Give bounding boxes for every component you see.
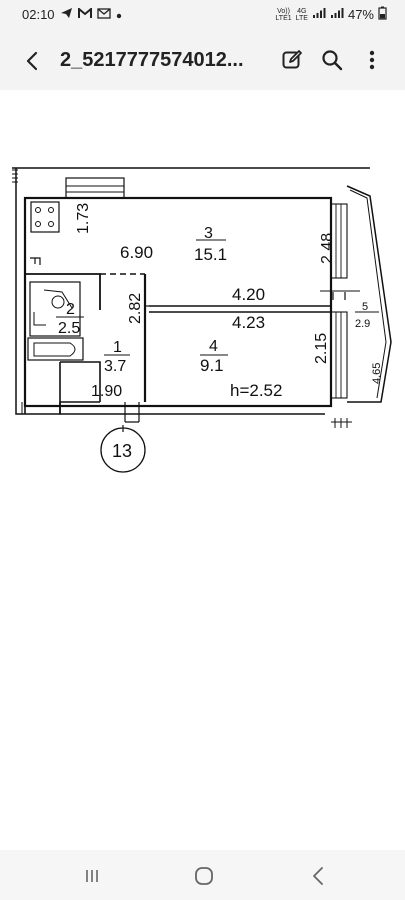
mail-icon [96, 7, 111, 22]
dim-6-90: 6.90 [120, 243, 153, 262]
room-4-number: 4 [209, 338, 218, 355]
search-button[interactable] [318, 45, 346, 75]
image-viewer[interactable]: 1.73 6.90 3 15.1 2.48 4.20 4.23 2.82 2 2… [0, 90, 405, 850]
edit-icon [282, 50, 302, 69]
telegram-icon [60, 7, 73, 22]
dim-2-15: 2.15 [313, 333, 330, 364]
back-arrow-icon [313, 867, 323, 885]
battery-level: 47% [347, 7, 374, 22]
status-time: 02:10 [22, 7, 55, 22]
nav-back-button[interactable] [298, 860, 338, 892]
app-bar: 2_5217777574012... [0, 32, 405, 90]
room-5-number: 5 [362, 301, 368, 313]
dim-4-65: 4.65 [371, 363, 383, 384]
dim-2-82: 2.82 [127, 293, 144, 324]
dim-4-23: 4.23 [232, 313, 265, 332]
edit-button[interactable] [278, 45, 306, 75]
home-icon [195, 867, 213, 885]
chevron-left-icon [26, 51, 38, 71]
ceiling-height: h=2.52 [230, 381, 282, 400]
signal-strength-icon [312, 7, 326, 22]
search-icon [322, 50, 343, 71]
recent-apps-icon [86, 870, 98, 882]
home-button[interactable] [184, 860, 224, 892]
room-5-area: 2.9 [355, 318, 370, 330]
gmail-icon [77, 6, 92, 22]
recent-apps-button[interactable] [72, 862, 112, 890]
navigation-bar [0, 850, 405, 900]
back-button[interactable] [16, 45, 48, 77]
room-4-area: 9.1 [200, 356, 224, 375]
signal-strength-icon [330, 7, 344, 22]
more-options-button[interactable] [358, 45, 386, 75]
room-3-number: 3 [204, 225, 213, 242]
dim-4-20: 4.20 [232, 285, 265, 304]
dim-1-90: 1.90 [91, 383, 122, 400]
more-vertical-icon [369, 50, 375, 70]
room-1-area: 3.7 [104, 358, 126, 375]
room-3-area: 15.1 [194, 245, 227, 264]
battery-icon [378, 6, 387, 23]
volte-indicator: Vo))LTE1 [275, 7, 292, 22]
dim-2-48: 2.48 [319, 233, 336, 264]
dim-1-73: 1.73 [75, 203, 92, 234]
notification-dot-icon [116, 7, 122, 22]
room-2-number: 2 [66, 301, 75, 318]
file-title: 2_5217777574012... [60, 49, 244, 71]
apartment-number: 13 [112, 441, 132, 461]
room-1-number: 1 [113, 339, 122, 356]
floor-plan-image: 1.73 6.90 3 15.1 2.48 4.20 4.23 2.82 2 2… [12, 167, 392, 473]
room-2-area: 2.5 [58, 320, 80, 337]
